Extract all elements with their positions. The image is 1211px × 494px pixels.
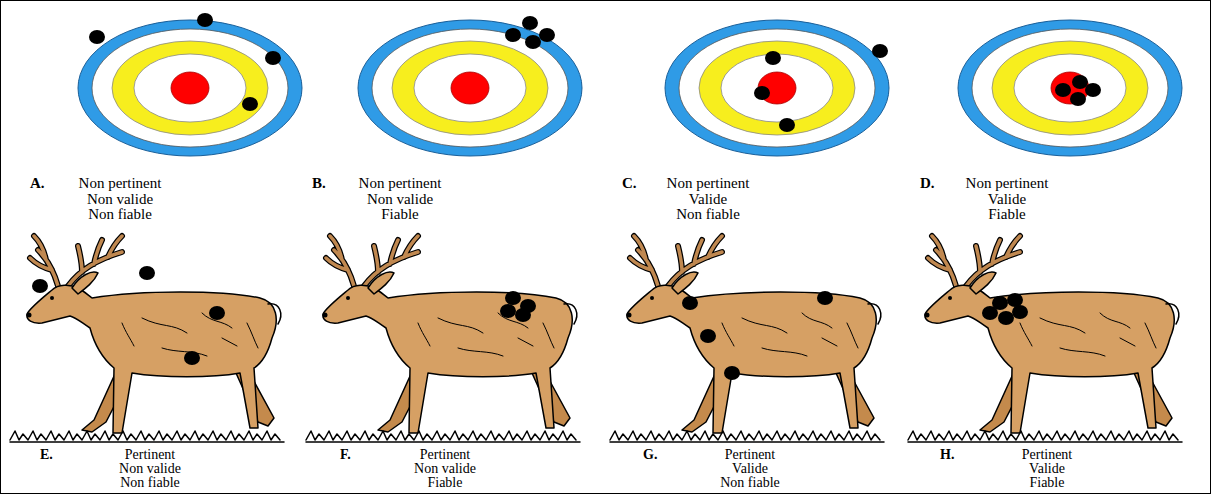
caption-line: Pertinent <box>119 448 181 462</box>
caption-block: Non pertinentValideNon fiable <box>667 176 750 223</box>
caption-line: Non valide <box>359 192 442 208</box>
caption-line: Non pertinent <box>359 176 442 192</box>
caption-line: Fiable <box>966 207 1049 223</box>
caption-line: Pertinent <box>1022 448 1073 462</box>
caption-block: Non pertinentValideFiable <box>966 176 1049 223</box>
panel-letter: G. <box>643 448 657 462</box>
caption-line: Fiable <box>1022 476 1073 490</box>
panel-letter: C. <box>622 176 637 192</box>
panel-letter: F. <box>340 448 351 462</box>
caption-line: Non fiable <box>667 207 750 223</box>
caption-block: PertinentValideFiable <box>1022 448 1073 490</box>
caption-line: Pertinent <box>414 448 476 462</box>
caption-line: Pertinent <box>720 448 779 462</box>
caption-line: Non pertinent <box>79 176 162 192</box>
caption-line: Non valide <box>79 192 162 208</box>
caption-block: PertinentNon valideFiable <box>414 448 476 490</box>
caption-line: Fiable <box>414 476 476 490</box>
caption-line: Non pertinent <box>667 176 750 192</box>
caption-line: Non valide <box>414 462 476 476</box>
caption-block: Non pertinentNon valideNon fiable <box>79 176 162 223</box>
caption-block: PertinentNon valideNon fiable <box>119 448 181 490</box>
caption-line: Valide <box>667 192 750 208</box>
caption-line: Valide <box>1022 462 1073 476</box>
caption-line: Non fiable <box>119 476 181 490</box>
caption-line: Valide <box>720 462 779 476</box>
caption-block: Non pertinentNon valideFiable <box>359 176 442 223</box>
caption-line: Non fiable <box>720 476 779 490</box>
panel-letter: D. <box>920 176 935 192</box>
caption-line: Non fiable <box>79 207 162 223</box>
caption-block: PertinentValideNon fiable <box>720 448 779 490</box>
caption-line: Valide <box>966 192 1049 208</box>
panel-letter: B. <box>312 176 326 192</box>
panel-letter: A. <box>30 176 45 192</box>
caption-line: Non pertinent <box>966 176 1049 192</box>
caption-line: Non valide <box>119 462 181 476</box>
panel-letter: E. <box>40 448 53 462</box>
panel-letter: H. <box>940 448 954 462</box>
caption-line: Fiable <box>359 207 442 223</box>
